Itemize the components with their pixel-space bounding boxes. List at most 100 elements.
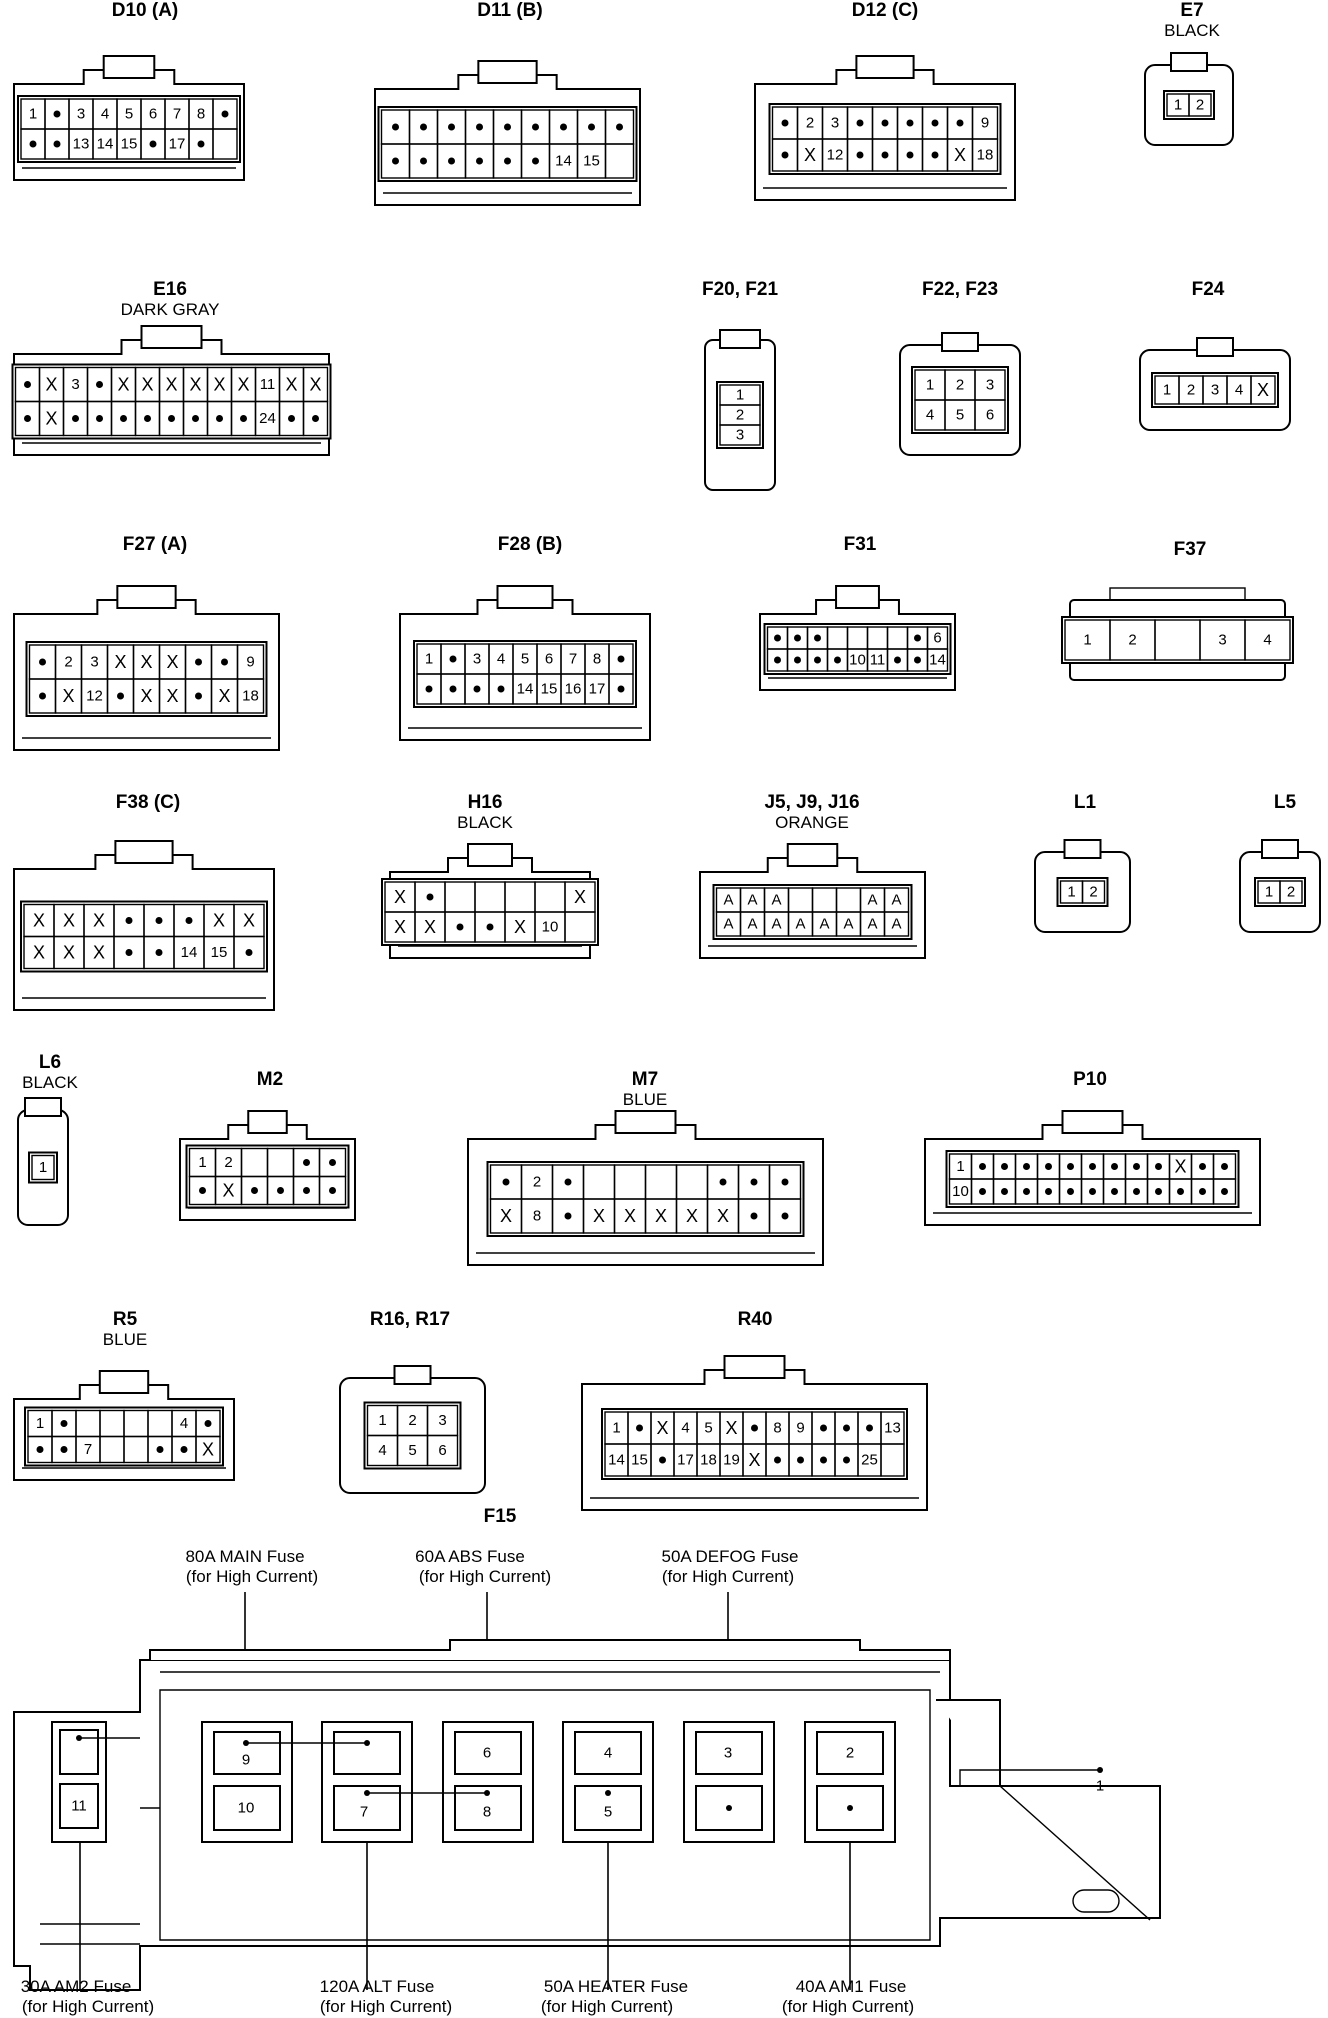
pin-dot bbox=[329, 1187, 336, 1194]
pin-dot bbox=[560, 123, 567, 131]
pin-unused: X bbox=[954, 145, 966, 165]
pin-number: 18 bbox=[242, 688, 259, 705]
pin-dot bbox=[156, 1446, 164, 1453]
pin-number: 18 bbox=[700, 1452, 717, 1469]
pin-cell bbox=[1212, 1178, 1237, 1205]
pin-dot bbox=[125, 917, 133, 924]
pin-number: 1 bbox=[926, 377, 934, 394]
fuse-cavity-5: 5 bbox=[604, 1804, 612, 1821]
pin-number: 4 bbox=[180, 1415, 188, 1432]
pin-number: 24 bbox=[259, 410, 276, 427]
fuse-block-f15: F15 80A MAIN Fuse (for High Current) 60A… bbox=[13, 1506, 1161, 2016]
pin-dot bbox=[866, 1424, 873, 1432]
pin-number: 3 bbox=[736, 427, 744, 444]
pin-number: A bbox=[867, 892, 877, 909]
pin-dot bbox=[774, 656, 781, 664]
pin-unused: X bbox=[213, 375, 225, 395]
pin-number: 2 bbox=[1196, 97, 1204, 114]
pin-number: 1 bbox=[612, 1420, 620, 1437]
pin-number: 4 bbox=[1235, 382, 1243, 399]
pin-dot bbox=[834, 656, 841, 664]
fuse-label-main-note: (for High Current) bbox=[186, 1567, 318, 1586]
connector-color: BLACK bbox=[22, 1073, 78, 1092]
pin-cell bbox=[926, 648, 949, 672]
pin-dot bbox=[53, 110, 61, 118]
pin-number: 11 bbox=[260, 376, 276, 393]
pin-number: 10 bbox=[952, 1183, 969, 1200]
pin-number: 4 bbox=[681, 1420, 689, 1437]
pin-number: A bbox=[771, 916, 781, 933]
pin-unused: X bbox=[141, 375, 153, 395]
pin-dot bbox=[1001, 1163, 1008, 1170]
pin-dot bbox=[155, 917, 163, 924]
pin-dot bbox=[820, 1456, 827, 1464]
pin-dot bbox=[1045, 1188, 1052, 1195]
pin-unused: X bbox=[725, 1418, 737, 1438]
pin-number: 3 bbox=[986, 377, 994, 394]
pin-dot bbox=[814, 634, 821, 642]
pin-dot bbox=[1155, 1163, 1162, 1170]
pin-dot bbox=[216, 415, 223, 422]
pin-number: 10 bbox=[849, 652, 866, 669]
connector-title: R5 bbox=[113, 1309, 138, 1330]
pin-number: 1 bbox=[1083, 632, 1091, 649]
pin-number: 6 bbox=[986, 407, 994, 424]
pin-dot bbox=[750, 1178, 758, 1186]
pin-dot bbox=[1023, 1188, 1030, 1195]
pin-dot bbox=[420, 157, 427, 165]
pin-dot bbox=[240, 415, 247, 422]
pin-number: 1 bbox=[1265, 884, 1273, 901]
pin-dot bbox=[616, 123, 623, 131]
pin-number: 2 bbox=[1287, 884, 1295, 901]
pin-dot bbox=[750, 1212, 758, 1220]
fuse-module-abs: 6 8 bbox=[442, 1721, 534, 1843]
pin-dot bbox=[906, 151, 914, 159]
pin-dot bbox=[1089, 1188, 1096, 1195]
pin-unused: X bbox=[213, 911, 225, 931]
pin-number: 11 bbox=[870, 652, 886, 669]
pin-unused: X bbox=[140, 686, 152, 706]
pin-dot bbox=[1199, 1163, 1206, 1170]
pin-dot bbox=[303, 1159, 310, 1166]
pin-dot bbox=[781, 1212, 789, 1220]
pin-dot bbox=[1067, 1188, 1074, 1195]
fuse-label-am2-note: (for High Current) bbox=[22, 1997, 154, 2016]
pin-unused: X bbox=[222, 1181, 234, 1201]
fuse-module-defog: 3 bbox=[683, 1721, 775, 1843]
pin-dot bbox=[914, 656, 921, 664]
pin-cell bbox=[883, 911, 910, 937]
pin-dot bbox=[1111, 1188, 1118, 1195]
pin-number: 7 bbox=[173, 106, 181, 123]
pin-dot bbox=[914, 634, 921, 642]
pin-dot bbox=[125, 949, 133, 956]
pin-dot bbox=[502, 1178, 510, 1186]
pin-dot bbox=[449, 685, 457, 693]
connector-title: D10 (A) bbox=[112, 0, 179, 21]
fuse-module-am1: 2 bbox=[804, 1721, 896, 1843]
pin-dot bbox=[956, 119, 964, 127]
pin-number: 3 bbox=[71, 376, 79, 393]
pin-number: 15 bbox=[541, 681, 558, 698]
pin-number: 8 bbox=[533, 1208, 541, 1225]
pin-dot bbox=[894, 656, 901, 664]
pin-dot bbox=[1001, 1188, 1008, 1195]
pin-number: 14 bbox=[555, 153, 572, 170]
pin-dot bbox=[96, 381, 103, 388]
pin-unused: X bbox=[1257, 380, 1269, 400]
connector-title: L6 bbox=[39, 1052, 61, 1073]
pin-dot bbox=[425, 685, 433, 693]
pin-number: 3 bbox=[90, 654, 98, 671]
pin-dot bbox=[192, 415, 199, 422]
pin-cell bbox=[608, 673, 634, 705]
fuse-label-defog-note: (for High Current) bbox=[662, 1567, 794, 1586]
pin-dot bbox=[221, 110, 229, 118]
